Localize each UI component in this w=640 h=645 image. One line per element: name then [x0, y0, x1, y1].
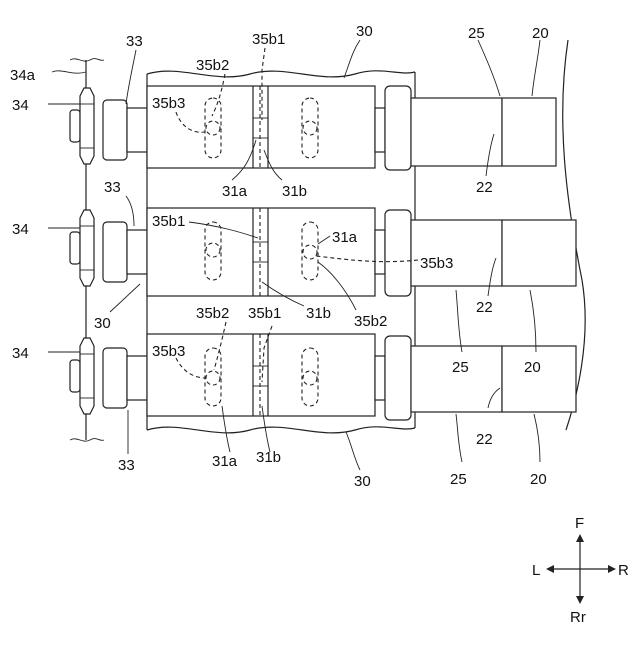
break-line-bottom [147, 427, 415, 433]
label-33-middle: 33 [104, 179, 121, 196]
direction-compass: F Rr L R [532, 515, 629, 626]
label-22-bottom: 22 [476, 431, 493, 448]
shaft-34a-break-bottom [70, 439, 104, 442]
label-25-top: 25 [468, 25, 485, 42]
label-35b1-top: 35b1 [252, 31, 285, 48]
shaft-stub [127, 108, 147, 152]
label-35b3-bottom: 35b3 [152, 343, 185, 360]
compass-left: L [532, 562, 540, 579]
module-middle [70, 208, 576, 296]
label-35b3-middle: 35b3 [420, 255, 453, 272]
label-31b-bottom: 31b [256, 449, 281, 466]
module-top [70, 86, 556, 170]
gear-hub [70, 110, 80, 142]
label-20-bottom: 20 [530, 471, 547, 488]
break-line-top [147, 71, 415, 77]
coupling-33 [103, 222, 127, 282]
label-35b2-bottom: 35b2 [196, 305, 229, 322]
label-31a-top: 31a [222, 183, 248, 200]
label-31b-middle: 31b [306, 305, 331, 322]
part-20 [502, 220, 576, 286]
part-20 [502, 98, 556, 166]
label-34a: 34a [10, 67, 36, 84]
label-34-bottom: 34 [12, 345, 29, 362]
label-35b2-middle: 35b2 [354, 313, 387, 330]
label-34-middle: 34 [12, 221, 29, 238]
compass-rear: Rr [570, 609, 586, 626]
label-33-bottom: 33 [118, 457, 135, 474]
gear-34 [80, 88, 94, 164]
module-bottom [70, 334, 576, 420]
coupling-33 [103, 348, 127, 408]
shaft-34a-break-top [70, 59, 104, 62]
part-25 [411, 346, 502, 412]
connector-right [385, 86, 411, 170]
label-35b3-top: 35b3 [152, 95, 185, 112]
gear-34 [80, 338, 94, 414]
arrow-down-icon [576, 596, 584, 604]
arrow-left-icon [546, 565, 554, 573]
label-22-middle: 22 [476, 299, 493, 316]
label-31a-bottom: 31a [212, 453, 238, 470]
compass-right: R [618, 562, 629, 579]
label-20-middle: 20 [524, 359, 541, 376]
coupling-33 [103, 100, 127, 160]
gear-34 [80, 210, 94, 286]
label-22-top: 22 [476, 179, 493, 196]
label-25-middle: 25 [452, 359, 469, 376]
label-20-top: 20 [532, 25, 549, 42]
arrow-up-icon [576, 534, 584, 542]
label-31b-top: 31b [282, 183, 307, 200]
part-25 [411, 220, 502, 286]
label-30-bottom: 30 [354, 473, 371, 490]
label-35b1-bottom: 35b1 [248, 305, 281, 322]
label-30-middle: 30 [94, 315, 111, 332]
label-31a-middle: 31a [332, 229, 358, 246]
label-34-top: 34 [12, 97, 29, 114]
label-35b2-top: 35b2 [196, 57, 229, 74]
label-30-top: 30 [356, 23, 373, 40]
part-20 [502, 346, 576, 412]
part-25 [411, 98, 502, 166]
label-35b1-middle: 35b1 [152, 213, 185, 230]
compass-front: F [575, 515, 584, 532]
arrow-right-icon [608, 565, 616, 573]
label-33-top: 33 [126, 33, 143, 50]
label-25-bottom: 25 [450, 471, 467, 488]
